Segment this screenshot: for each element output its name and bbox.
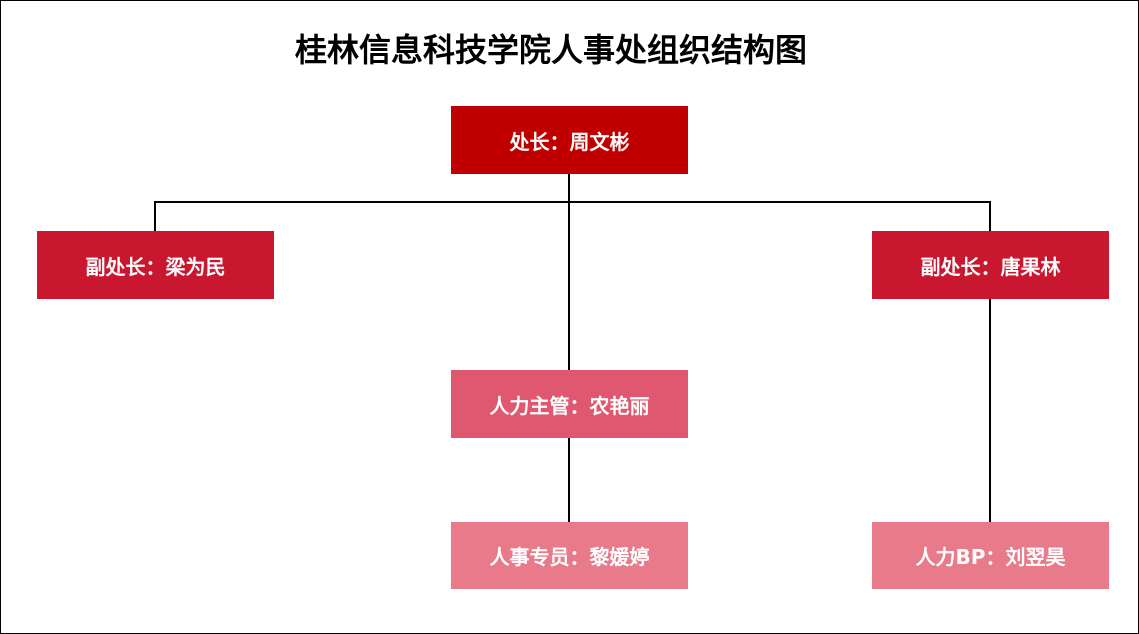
node-director: 处长：周文彬 bbox=[451, 106, 688, 174]
node-hr-specialist: 人事专员：黎媛婷 bbox=[451, 522, 688, 589]
node-deputy-left: 副处长：梁为民 bbox=[37, 231, 274, 299]
node-hr-supervisor: 人力主管：农艳丽 bbox=[451, 370, 688, 438]
node-hr-bp: 人力BP：刘翌昊 bbox=[872, 522, 1109, 589]
diagram-title: 桂林信息科技学院人事处组织结构图 bbox=[294, 31, 807, 69]
node-deputy-right: 副处长：唐果林 bbox=[872, 231, 1109, 299]
